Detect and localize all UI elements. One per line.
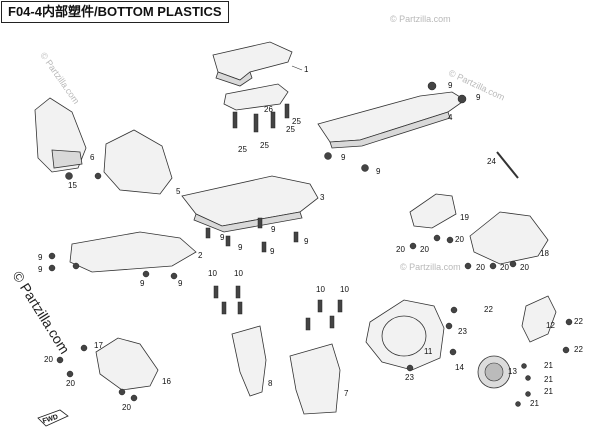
diagram-title: F04-4内部塑件/BOTTOM PLASTICS: [1, 1, 229, 23]
callout-20i: 20: [122, 403, 131, 412]
callout-1: 1: [304, 65, 309, 74]
callout-11: 11: [424, 347, 433, 356]
fwd-label: FWD: [42, 414, 59, 426]
callout-9e: 9: [220, 233, 225, 242]
callout-9g: 9: [271, 225, 276, 234]
callout-9m: 9: [178, 279, 183, 288]
callout-16: 16: [162, 377, 171, 386]
callout-2: 2: [198, 251, 203, 260]
callout-22: 22: [484, 305, 493, 314]
callout-14: 14: [455, 363, 464, 372]
callout-6: 6: [90, 153, 95, 162]
callout-20b: 20: [420, 245, 429, 254]
part-2-shape: [48, 231, 197, 280]
callout-25a: 25: [238, 145, 247, 154]
callout-20e: 20: [500, 263, 509, 272]
callout-15: 15: [68, 181, 77, 190]
part-26-shape: [223, 83, 290, 133]
part-13-shape: [477, 355, 531, 407]
callout-21b: 21: [544, 375, 553, 384]
callout-9d: 9: [376, 167, 381, 176]
callout-22b: 22: [574, 317, 583, 326]
callout-25d: 25: [292, 117, 301, 126]
callout-20d: 20: [476, 263, 485, 272]
callout-9k: 9: [38, 265, 43, 274]
part-5-shape: [94, 129, 173, 195]
callout-9f: 9: [238, 243, 243, 252]
callout-12: 12: [546, 321, 555, 330]
callout-9h: 9: [304, 237, 309, 246]
callout-20f: 20: [520, 263, 529, 272]
callout-9b: 9: [476, 93, 481, 102]
callout-26: 26: [264, 105, 273, 114]
part-1-shape: [212, 41, 303, 87]
callout-4: 4: [448, 113, 453, 122]
callout-19: 19: [460, 213, 469, 222]
callout-20g: 20: [44, 355, 53, 364]
callout-17: 17: [94, 341, 103, 350]
callout-13: 13: [508, 367, 517, 376]
callout-21d: 21: [530, 399, 539, 408]
part-16-shape: [56, 337, 159, 402]
callout-20h: 20: [66, 379, 75, 388]
part-8-shape: [213, 285, 267, 397]
part-18-shape: [464, 211, 549, 270]
part-19-shape: [409, 193, 457, 250]
callout-20a: 20: [396, 245, 405, 254]
callout-9j: 9: [38, 253, 43, 262]
callout-24: 24: [487, 157, 496, 166]
callout-9i: 9: [270, 247, 275, 256]
callout-8: 8: [268, 379, 273, 388]
part-4-shape: [317, 81, 467, 172]
part-24-shape: [496, 151, 519, 179]
callout-22c: 22: [574, 345, 583, 354]
part-3-shape: [181, 175, 319, 253]
callout-9l: 9: [140, 279, 145, 288]
callout-25c: 25: [286, 125, 295, 134]
callout-21a: 21: [544, 361, 553, 370]
callout-25b: 25: [260, 141, 269, 150]
callout-9a: 9: [448, 81, 453, 90]
callout-21c: 21: [544, 387, 553, 396]
callout-23b: 23: [405, 373, 414, 382]
watermark-mid: © Partzilla.com: [400, 262, 461, 272]
fwd-arrow-icon: [37, 409, 69, 427]
watermark-left: © Partzilla.com: [38, 50, 81, 105]
callout-10b: 10: [234, 269, 243, 278]
watermark-top: © Partzilla.com: [390, 14, 451, 24]
callout-7: 7: [344, 389, 349, 398]
part-11-shape: [365, 299, 458, 372]
watermark-large: © Partzilla.com: [9, 268, 73, 356]
callout-9c: 9: [341, 153, 346, 162]
callout-18: 18: [540, 249, 549, 258]
callout-10d: 10: [340, 285, 349, 294]
part-6-shape: [34, 97, 87, 180]
callout-10c: 10: [316, 285, 325, 294]
callout-20c: 20: [455, 235, 464, 244]
callout-10a: 10: [208, 269, 217, 278]
part-12-shape: [521, 295, 573, 354]
callout-23a: 23: [458, 327, 467, 336]
callout-5: 5: [176, 187, 181, 196]
callout-3: 3: [320, 193, 325, 202]
part-7-shape: [289, 299, 343, 415]
